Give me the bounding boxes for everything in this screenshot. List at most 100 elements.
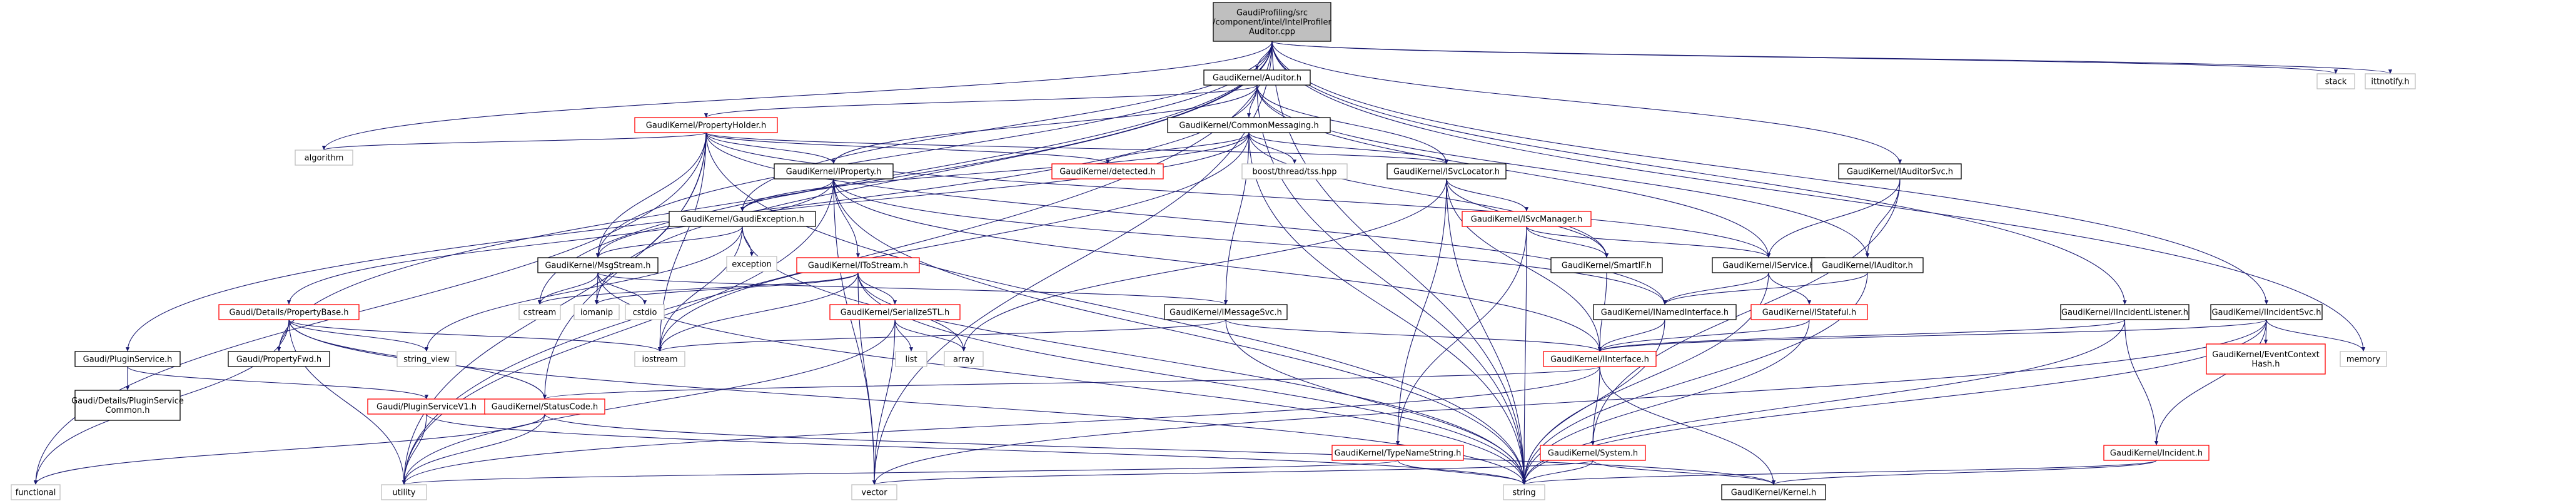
node-label: string_view	[403, 355, 450, 365]
node-label: GaudiKernel/IStateful.h	[1762, 308, 1856, 318]
include-edge	[1397, 460, 1527, 485]
node-gaudikernel-iauditor-h[interactable]: GaudiKernel/IAuditor.h	[1811, 257, 1924, 273]
node-gaudikernel-iservice-h[interactable]: GaudiKernel/IService.h	[1712, 257, 1826, 273]
node-gaudikernel-iauditorsvc-h[interactable]: GaudiKernel/IAuditorSvc.h	[1838, 163, 1962, 180]
include-edge	[288, 319, 662, 352]
node-box	[796, 257, 920, 273]
node-gaudikernel-kernel-h[interactable]: GaudiKernel/Kernel.h	[1721, 484, 1826, 500]
node-box	[895, 351, 927, 367]
include-edge	[1865, 178, 1901, 258]
node-algorithm: algorithm	[295, 149, 353, 166]
include-edge	[1592, 460, 1775, 485]
node-label: Gaudi/PropertyFwd.h	[236, 355, 321, 365]
include-edge	[705, 132, 1448, 164]
include-edge	[1395, 178, 1447, 446]
node-gaudikernel-incident-h[interactable]: GaudiKernel/Incident.h	[2103, 445, 2210, 461]
node-box	[1721, 484, 1826, 500]
node-gaudikernel-msgstream-h[interactable]: GaudiKernel/MsgStream.h	[537, 257, 659, 273]
node-label: functional	[16, 488, 56, 498]
node-box	[2206, 343, 2326, 375]
node-gaudikernel-itostream-h[interactable]: GaudiKernel/IToStream.h	[796, 257, 920, 273]
node-label: GaudiKernel/ISvcLocator.h	[1393, 168, 1500, 177]
node-label: GaudiKernel/PropertyHolder.h	[646, 121, 767, 131]
node-box	[484, 398, 605, 415]
include-edge	[705, 132, 1109, 164]
include-edge	[1590, 366, 1600, 446]
include-edge	[322, 41, 1273, 151]
include-edge	[857, 272, 897, 305]
node-layer: GaudiProfiling/src/component/intel/Intel…	[11, 2, 2416, 500]
node-box	[381, 484, 427, 500]
include-edge	[1446, 178, 1527, 485]
node-label: algorithm	[305, 154, 344, 163]
node-label: exception	[732, 260, 772, 270]
include-edge	[426, 413, 1526, 485]
include-edge	[1395, 226, 1527, 446]
node-label: array	[953, 355, 974, 365]
node-gaudikernel-commonmessaging-h[interactable]: GaudiKernel/CommonMessaging.h	[1167, 117, 1331, 133]
include-edge	[1772, 460, 2157, 485]
node-gaudikernel-iproperty-h[interactable]: GaudiKernel/IProperty.h	[774, 163, 894, 180]
node-gaudikernel-statuscode-h[interactable]: GaudiKernel/StatusCode.h	[484, 398, 605, 415]
include-edge	[1271, 41, 2269, 305]
node-gaudi-propertyfwd-h[interactable]: Gaudi/PropertyFwd.h	[228, 351, 330, 367]
node-label: GaudiKernel/INamedInterface.h	[1601, 308, 1729, 318]
node-label: GaudiProfiling/src	[1236, 9, 1308, 18]
node-gaudikernel-istateful-h[interactable]: GaudiKernel/IStateful.h	[1750, 304, 1868, 320]
include-edge	[961, 178, 1447, 352]
node-box	[295, 149, 353, 166]
node-label: Gaudi/Details/PluginService	[71, 397, 184, 406]
node-gaudi-pluginservice-h[interactable]: Gaudi/PluginService.h	[74, 351, 181, 367]
node-gaudikernel-inamedinterface-h[interactable]: GaudiKernel/INamedInterface.h	[1593, 304, 1737, 320]
node-gaudi-details-propertybase-h[interactable]: Gaudi/Details/PropertyBase.h	[218, 304, 360, 320]
include-edge	[872, 41, 1273, 485]
node-gaudikernel-detected-h[interactable]: GaudiKernel/detected.h	[1051, 163, 1164, 180]
node-gaudikernel-iincidentlistener-h[interactable]: GaudiKernel/IIncidentListener.h	[2060, 304, 2190, 320]
node-array: array	[944, 351, 984, 367]
node-gaudikernel-isvclocator-h[interactable]: GaudiKernel/ISvcLocator.h	[1386, 163, 1507, 180]
include-edge	[2266, 319, 2366, 352]
include-edge	[402, 413, 427, 485]
node-gaudikernel-gaudiexception-h[interactable]: GaudiKernel/GaudiException.h	[669, 211, 816, 227]
node-box	[2103, 445, 2210, 461]
node-gaudi-pluginservicev1-h[interactable]: Gaudi/PluginServiceV1.h	[367, 398, 486, 415]
include-edge	[833, 178, 1527, 485]
include-edge	[276, 41, 1273, 352]
node-gaudikernel-iincidentsvc-h[interactable]: GaudiKernel/IIncidentSvc.h	[2210, 304, 2323, 320]
include-edge	[595, 226, 743, 258]
node-label: GaudiKernel/IToStream.h	[808, 261, 908, 271]
include-edge	[424, 226, 743, 352]
node-gaudikernel-smartif-h[interactable]: GaudiKernel/SmartIF.h	[1550, 257, 1663, 273]
node-box	[1167, 117, 1331, 133]
include-edge	[595, 272, 859, 305]
node-label: Gaudi/Details/PropertyBase.h	[229, 308, 348, 318]
node-gaudikernel-system-h[interactable]: GaudiKernel/System.h	[1540, 445, 1646, 461]
node-label: Auditor.cpp	[1249, 28, 1295, 37]
include-edge	[1256, 84, 1527, 485]
node-string: string	[1503, 484, 1545, 500]
node-ittnotify-h: ittnotify.h	[2365, 73, 2416, 89]
include-edge	[1256, 84, 1449, 164]
node-gaudiprofiling-src-component-intel-intelprofiler-auditor-cpp[interactable]: GaudiProfiling/src/component/intel/Intel…	[1213, 2, 1332, 42]
include-edge	[1599, 366, 1776, 485]
node-gaudikernel-propertyholder-h[interactable]: GaudiKernel/PropertyHolder.h	[634, 117, 778, 133]
node-gaudikernel-iinterface-h[interactable]: GaudiKernel/IInterface.h	[1543, 351, 1657, 367]
node-label: GaudiKernel/SerializeSTL.h	[841, 308, 949, 318]
node-gaudikernel-imessagesvc-h[interactable]: GaudiKernel/IMessageSvc.h	[1164, 304, 1288, 320]
node-label: GaudiKernel/SmartIF.h	[1562, 261, 1652, 271]
include-edge	[657, 272, 859, 352]
node-vector: vector	[851, 484, 897, 500]
node-box	[1503, 484, 1545, 500]
node-gaudikernel-isvcmanager-h[interactable]: GaudiKernel/ISvcManager.h	[1462, 211, 1592, 227]
include-edge	[831, 84, 1258, 164]
node-gaudikernel-auditor-h[interactable]: GaudiKernel/Auditor.h	[1203, 69, 1311, 86]
node-box	[74, 390, 181, 421]
node-box	[573, 304, 620, 320]
node-box	[1462, 211, 1592, 227]
include-edge	[657, 132, 1250, 352]
node-gaudikernel-serializestl-h[interactable]: GaudiKernel/SerializeSTL.h	[829, 304, 961, 320]
node-gaudikernel-typenamestring-h[interactable]: GaudiKernel/TypeNameString.h	[1331, 445, 1464, 461]
node-label: Common.h	[106, 406, 150, 415]
